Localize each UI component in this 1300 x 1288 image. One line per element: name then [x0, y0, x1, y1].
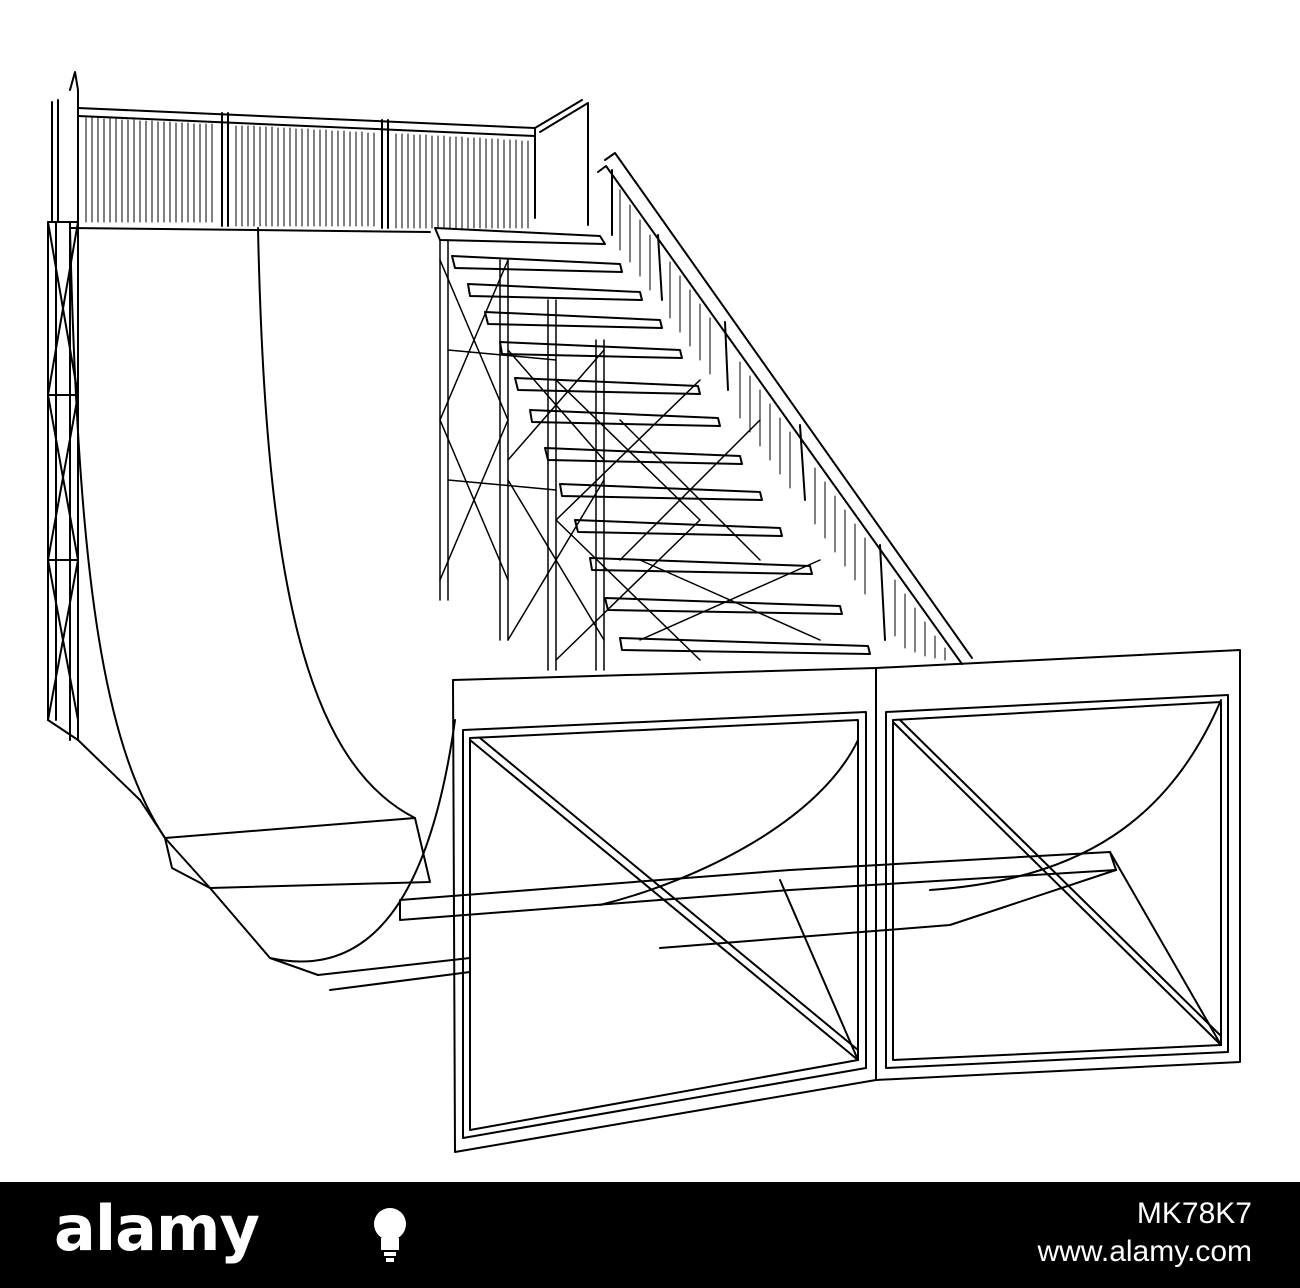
image-info: MK78K7 www.alamy.com	[1038, 1196, 1252, 1272]
stock-footer: alamy MK78K7 www.alamy.com	[0, 1182, 1300, 1288]
alamy-logo: alamy	[54, 1192, 260, 1265]
stair-railing	[597, 152, 973, 665]
halfpipe-ramp-drawing	[47, 71, 1241, 1153]
right-frame	[317, 649, 1241, 1153]
left-scaffold	[47, 221, 79, 741]
staircase	[434, 227, 871, 671]
top-railing	[51, 71, 589, 229]
image-code: MK78K7	[1136, 1197, 1252, 1230]
ramp-surface	[69, 227, 456, 976]
site-url: www.alamy.com	[1037, 1235, 1252, 1268]
lightbulb-icon	[374, 1208, 406, 1262]
